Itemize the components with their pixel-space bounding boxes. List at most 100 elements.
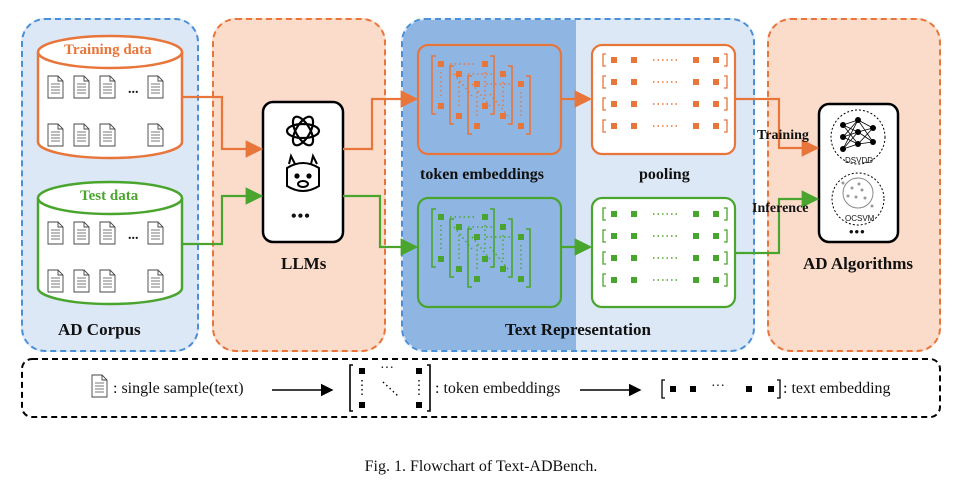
vector-bracket: [724, 75, 728, 89]
matrix-cell: [482, 214, 488, 220]
token-embedding-glyph-test: [431, 208, 531, 288]
matrix-cell: [456, 224, 462, 230]
vector-cell: [713, 79, 719, 85]
vector-bracket: [602, 207, 606, 221]
inference-arrow-label: Inference: [752, 201, 809, 216]
legend-vector-icon: [661, 379, 781, 399]
matrix-bracket: [526, 228, 531, 288]
training-ellipsis: ...: [128, 82, 139, 97]
training-data-label: Training data: [64, 42, 152, 58]
vector-bracket: [724, 207, 728, 221]
vector-cell: [713, 233, 719, 239]
matrix-bracket: [431, 208, 436, 268]
matrix-cell: [456, 266, 462, 272]
vector-bracket: [724, 229, 728, 243]
matrix-cell: [456, 71, 462, 77]
matrix-cell: [482, 61, 488, 67]
arrow-llm-to-token-train: [343, 90, 419, 151]
pooling-glyph-train: [602, 53, 728, 133]
matrix-dots: [471, 236, 491, 260]
matrix-bracket: [467, 75, 472, 135]
vector-cell: [611, 123, 617, 129]
vector-cell: [611, 101, 617, 107]
vector-cell: [713, 277, 719, 283]
matrix-dots: [471, 83, 491, 107]
vector-bracket: [724, 97, 728, 111]
matrix-cell: [438, 256, 444, 262]
vector-bracket: [602, 251, 606, 265]
token-embedding-glyph-train: [431, 55, 531, 135]
vector-bracket: [724, 119, 728, 133]
vector-bracket: [724, 251, 728, 265]
dsvdd-label: DSVDD: [845, 156, 874, 165]
vector-cell: [631, 79, 637, 85]
openai-logo-icon: [285, 115, 321, 147]
legend-token-text: : token embeddings: [435, 380, 561, 397]
vector-cell: [611, 255, 617, 261]
llms-title: LLMs: [281, 254, 327, 273]
llama-icon: [286, 153, 320, 192]
matrix-cell: [518, 276, 524, 282]
vector-cell: [713, 123, 719, 129]
matrix-cell: [438, 214, 444, 220]
matrix-cell: [438, 103, 444, 109]
matrix-bracket: [431, 55, 436, 115]
vector-cell: [611, 57, 617, 63]
pooling-glyph-test: [602, 207, 728, 287]
dsvdd-icon: [830, 109, 886, 165]
vector-bracket: [602, 273, 606, 287]
ad-algorithms-title: AD Algorithms: [803, 254, 914, 273]
legend-matrix-dots: ···: [380, 361, 394, 376]
vector-bracket: [602, 119, 606, 133]
matrix-bracket: [490, 208, 495, 268]
matrix-cell: [518, 81, 524, 87]
vector-cell: [693, 277, 699, 283]
legend-sample-text: : single sample(text): [113, 380, 244, 397]
vector-cell: [693, 79, 699, 85]
matrix-cell: [474, 276, 480, 282]
vector-cell: [713, 57, 719, 63]
vector-cell: [611, 79, 617, 85]
vector-cell: [611, 233, 617, 239]
arrow-test-to-llm: [182, 187, 264, 246]
arrow-llm-to-token-test: [343, 194, 419, 256]
matrix-cell: [500, 113, 506, 119]
vector-cell: [631, 211, 637, 217]
vector-bracket: [602, 75, 606, 89]
vector-cell: [631, 277, 637, 283]
matrix-cell: [500, 266, 506, 272]
matrix-bracket: [490, 55, 495, 115]
ad-corpus-title: AD Corpus: [58, 320, 141, 339]
ocsvm-icon: [831, 172, 885, 226]
ocsvm-label: OCSVM: [845, 214, 875, 223]
arrow-train-to-llm: [182, 95, 264, 158]
vector-cell: [631, 123, 637, 129]
matrix-dots: [489, 93, 509, 117]
vector-cell: [713, 255, 719, 261]
llm-more-indicator: •••: [291, 208, 311, 225]
matrix-bracket: [508, 65, 513, 125]
vector-cell: [611, 277, 617, 283]
matrix-cell: [482, 103, 488, 109]
matrix-bracket: [508, 218, 513, 278]
legend-box: [21, 358, 941, 418]
vector-cell: [693, 57, 699, 63]
vector-cell: [693, 255, 699, 261]
vector-cell: [631, 57, 637, 63]
token-embeddings-label: token embeddings: [420, 166, 545, 183]
vector-cell: [693, 123, 699, 129]
vector-bracket: [724, 273, 728, 287]
llm-box: [261, 100, 345, 244]
matrix-dots: [453, 226, 473, 250]
matrix-cell: [474, 234, 480, 240]
matrix-cell: [518, 234, 524, 240]
matrix-cell: [474, 123, 480, 129]
matrix-cell: [474, 81, 480, 87]
figure-caption: Fig. 1. Flowchart of Text-ADBench.: [364, 458, 598, 475]
vector-cell: [631, 101, 637, 107]
training-arrow-label: Training: [757, 128, 809, 143]
vector-cell: [693, 101, 699, 107]
vector-bracket: [724, 53, 728, 67]
legend-text-embedding-text: : text embedding: [783, 380, 891, 397]
